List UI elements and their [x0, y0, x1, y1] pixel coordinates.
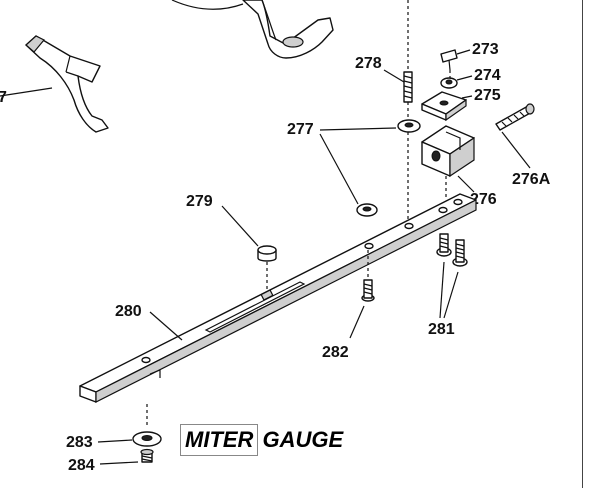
leader-276: [457, 175, 475, 193]
leader-276a: [501, 131, 531, 169]
leader-277-a: [319, 127, 397, 131]
callout-276: 276: [470, 191, 497, 208]
callout-280: 280: [115, 303, 142, 320]
title-word-gauge: GAUGE: [262, 427, 344, 452]
part-278-threaded-stud: [403, 71, 413, 103]
miter-body-casting-fragment: [171, 0, 334, 59]
part-276a-pin: [495, 103, 535, 131]
callout-274: 274: [474, 67, 501, 84]
callout-278: 278: [355, 55, 382, 72]
leader-277-b: [319, 133, 359, 205]
leader-282: [349, 305, 365, 339]
part-282-screw: [361, 279, 375, 302]
leader-281-a: [439, 261, 445, 319]
leader-279: [221, 205, 259, 247]
title-word-miter: MITER: [180, 424, 259, 456]
callout-275: 275: [474, 87, 501, 104]
part-284-screw: [140, 448, 154, 463]
leader-283: [97, 439, 133, 443]
callout-279: 279: [186, 193, 213, 210]
callout-281: 281: [428, 321, 455, 338]
leader-281-b: [443, 271, 459, 319]
callout-277-edge: 7: [0, 89, 7, 106]
part-283-washer: [132, 431, 162, 447]
part-280-miter-bar: [79, 193, 477, 403]
part-277-washer-lower: [356, 203, 378, 217]
leader-284: [99, 461, 139, 465]
callout-284: 284: [68, 457, 95, 474]
callout-276a: 276A: [512, 171, 551, 188]
part-277-washer-upper: [397, 119, 421, 133]
miter-gauge-pointer-part: [25, 35, 109, 133]
part-273-screw: [440, 49, 458, 80]
part-274-washer: [440, 77, 458, 89]
page-edge-line: [582, 0, 583, 488]
leader-277-edge: [0, 87, 53, 97]
callout-283: 283: [66, 434, 93, 451]
part-279-plug: [257, 245, 277, 262]
part-275-clamp-plate: [421, 91, 467, 122]
callout-273: 273: [472, 41, 499, 58]
leader-273: [456, 49, 471, 55]
leader-280: [149, 311, 183, 341]
callout-282: 282: [322, 344, 349, 361]
leader-275: [461, 95, 473, 99]
leader-278: [383, 69, 405, 83]
part-281-screw-left: [436, 233, 452, 257]
callout-277: 277: [287, 121, 314, 138]
part-281-screw-right: [452, 239, 468, 267]
leader-274: [456, 75, 473, 81]
diagram-title: MITER GAUGE: [180, 424, 343, 456]
part-276-guide-block: [421, 125, 475, 178]
